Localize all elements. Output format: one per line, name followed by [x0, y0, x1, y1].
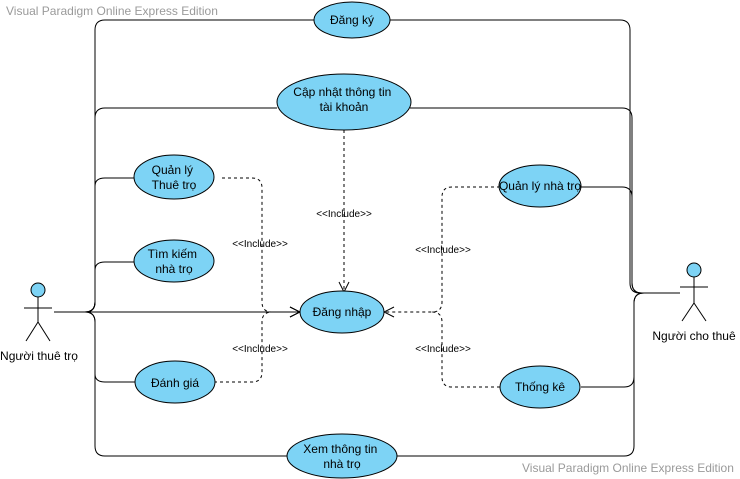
tenant-associations: [54, 19, 314, 457]
assoc-landlord-view-info: [396, 292, 680, 457]
assoc-tenant-search: [54, 261, 134, 313]
use-case-search-rooms-label: Tìm kiếm nhà trọ: [148, 247, 201, 276]
watermark-top: Visual Paradigm Online Express Edition: [6, 4, 218, 18]
use-case-view-info-label: Xem thông tin nhà trọ: [303, 442, 380, 471]
assoc-landlord-manage-houses: [581, 186, 680, 294]
use-case-statistics[interactable]: Thống kê: [499, 365, 581, 409]
include-label-top: <<Include>>: [316, 209, 372, 220]
actor-landlord-figure: [680, 262, 708, 322]
use-case-manage-houses-label: Quản lý nhà trọ: [499, 179, 581, 193]
use-case-manage-rentals[interactable]: Quản lý Thuê trọ: [133, 154, 215, 200]
include-label-left-lower: <<Include>>: [232, 344, 288, 355]
assoc-tenant-manage-rentals: [54, 177, 134, 313]
use-case-login-label: Đăng nhập: [313, 305, 372, 319]
actor-tenant[interactable]: Người thuê trọ: [0, 282, 78, 363]
actor-tenant-label: Người thuê trọ: [0, 349, 78, 363]
actor-tenant-figure: [24, 282, 52, 342]
use-case-manage-houses[interactable]: Quản lý nhà trọ: [498, 164, 582, 208]
include-manage-rentals-to-login: [222, 177, 300, 312]
include-rate-to-login: [214, 311, 273, 383]
actor-landlord-label: Người cho thuê: [652, 329, 736, 343]
use-case-rate[interactable]: Đánh giá: [134, 360, 216, 404]
use-case-statistics-label: Thống kê: [515, 380, 565, 394]
use-case-register-label: Đăng ký: [330, 13, 374, 27]
use-case-rate-label: Đánh giá: [151, 376, 199, 390]
assoc-tenant-view-info: [54, 311, 287, 457]
include-label-right-lower: <<Include>>: [415, 344, 471, 355]
landlord-associations: [390, 19, 680, 457]
include-labels: <<Include>> <<Include>> <<Include>> <<In…: [232, 209, 471, 355]
actor-landlord[interactable]: Người cho thuê: [652, 262, 736, 343]
use-case-search-rooms[interactable]: Tìm kiếm nhà trọ: [133, 239, 215, 283]
use-case-update-account-label: Cập nhật thông tin tài khoản: [293, 85, 394, 114]
use-case-login[interactable]: Đăng nhập: [299, 290, 385, 334]
include-dependencies: [214, 130, 500, 388]
use-case-manage-rentals-label: Quản lý Thuê trọ: [152, 163, 197, 192]
use-case-update-account[interactable]: Cập nhật thông tin tài khoản: [276, 73, 412, 131]
include-label-left-upper: <<Include>>: [232, 239, 288, 250]
watermark-bottom: Visual Paradigm Online Express Edition: [522, 461, 734, 475]
use-case-view-info[interactable]: Xem thông tin nhà trọ: [286, 433, 398, 479]
use-case-register[interactable]: Đăng ký: [313, 1, 391, 39]
include-label-right-upper: <<Include>>: [415, 245, 471, 256]
assoc-landlord-register: [390, 19, 680, 294]
include-manage-houses-to-login: [384, 186, 500, 312]
